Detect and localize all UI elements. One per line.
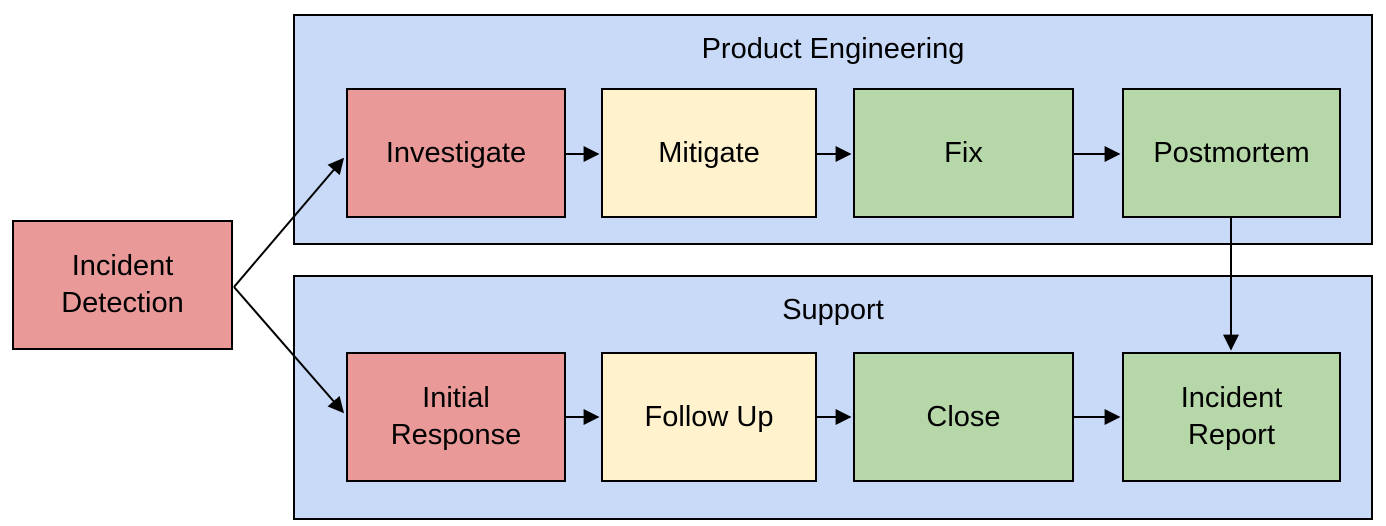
node-investigate: Investigate [346,88,566,218]
node-label: Close [926,400,1001,433]
node-label: Fix [944,136,983,169]
node-label: Incident Report [1180,382,1283,451]
node-initial-response: Initial Response [346,352,566,482]
node-incident-report: Incident Report [1122,352,1341,482]
node-label: Initial Response [390,382,522,451]
node-label: Mitigate [658,136,760,169]
node-label: Incident Detection [61,250,184,319]
node-incident-detection: Incident Detection [12,220,233,350]
lane-title-product-engineering: Product Engineering [701,33,965,65]
node-mitigate: Mitigate [601,88,817,218]
node-label: Postmortem [1153,136,1310,169]
node-follow-up: Follow Up [601,352,817,482]
node-label: Investigate [385,136,527,169]
node-fix: Fix [853,88,1074,218]
lane-title-support: Support [782,294,884,326]
node-label: Follow Up [644,400,774,433]
node-close: Close [853,352,1074,482]
node-postmortem: Postmortem [1122,88,1341,218]
